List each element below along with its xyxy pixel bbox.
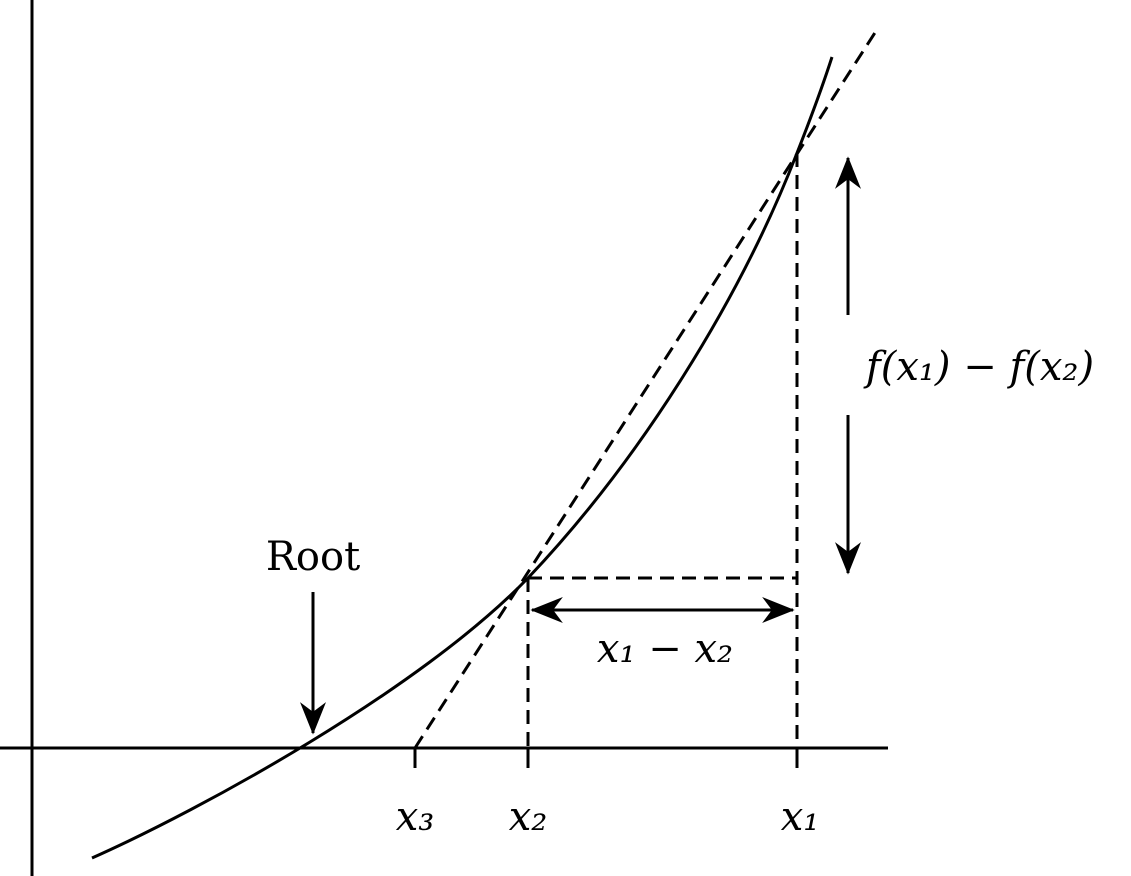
tick-label-x3: x₃	[396, 794, 435, 840]
dx-label: x₁ − x₂	[597, 626, 733, 672]
tick-label-x1: x₁	[781, 794, 820, 840]
root-label: Root	[266, 534, 360, 580]
secant-line	[413, 27, 880, 749]
tick-label-x2: x₂	[509, 794, 548, 840]
df-label: f(x₁) − f(x₂)	[863, 344, 1094, 390]
function-curve	[91, 56, 834, 860]
